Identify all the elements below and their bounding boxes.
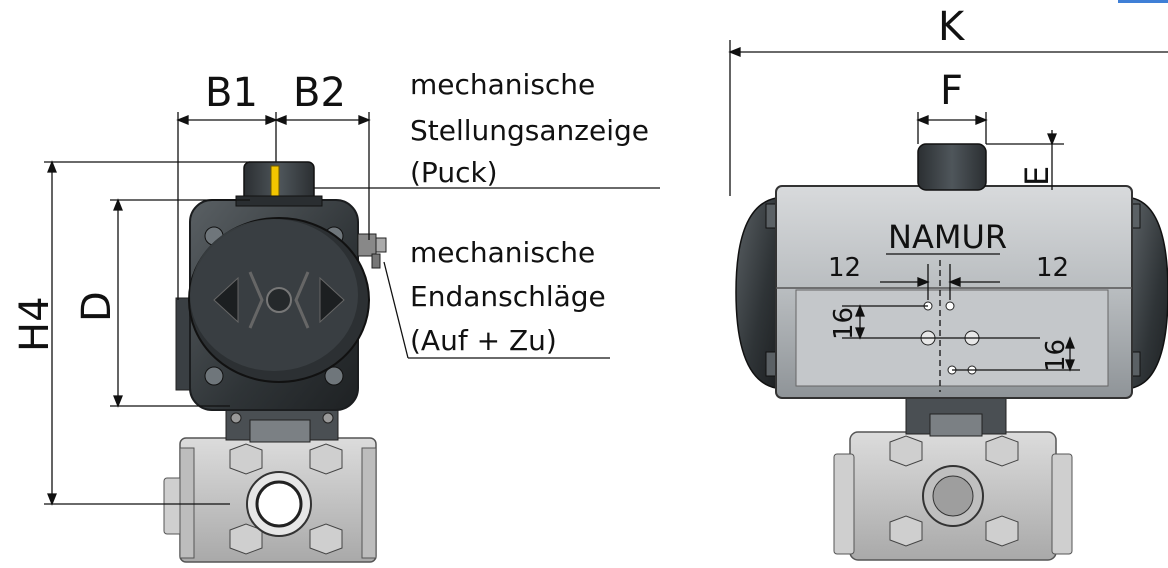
- indicator-callout-line-3: (Puck): [410, 156, 498, 189]
- dim-h4: H4: [12, 296, 58, 352]
- left-actuator-housing: [175, 199, 370, 411]
- left-dimension-lines: [44, 112, 660, 506]
- endstop-callout-line-1: mechanische: [410, 236, 595, 269]
- right-view: K F E NAMUR 12 12 16 16: [728, 4, 1168, 561]
- namur-vertical-left: 16: [829, 307, 859, 340]
- corner-accent: [1118, 0, 1168, 3]
- indicator-callout-line-1: mechanische: [410, 68, 595, 101]
- right-bracket: [905, 397, 1007, 437]
- left-bracket: [225, 407, 339, 443]
- dim-f: F: [940, 68, 963, 114]
- namur-vertical-right: 16: [1041, 339, 1071, 372]
- left-valve-body: [163, 437, 377, 563]
- namur-spacing-left: 12: [828, 253, 861, 283]
- namur-spacing-right: 12: [1036, 253, 1069, 283]
- right-valve-body: [833, 431, 1073, 561]
- endstop-callout-line-2: Endanschläge: [410, 280, 606, 313]
- dim-e: E: [1018, 166, 1056, 186]
- left-position-indicator: [235, 161, 323, 207]
- dim-d: D: [74, 291, 120, 322]
- namur-label: NAMUR: [888, 218, 1007, 256]
- dim-b1: B1: [205, 70, 258, 116]
- endstop-callout-line-3: (Auf + Zu): [410, 324, 557, 357]
- right-position-indicator: [917, 143, 987, 191]
- indicator-callout-line-2: Stellungsanzeige: [410, 114, 649, 147]
- dim-k: K: [938, 4, 966, 50]
- dim-b2: B2: [293, 70, 346, 116]
- left-endstop-screw: [357, 233, 387, 269]
- right-dimension-lines: [728, 40, 1168, 392]
- left-view: B1 B2 H4 D mechanische Stellungsanzeige …: [12, 68, 660, 563]
